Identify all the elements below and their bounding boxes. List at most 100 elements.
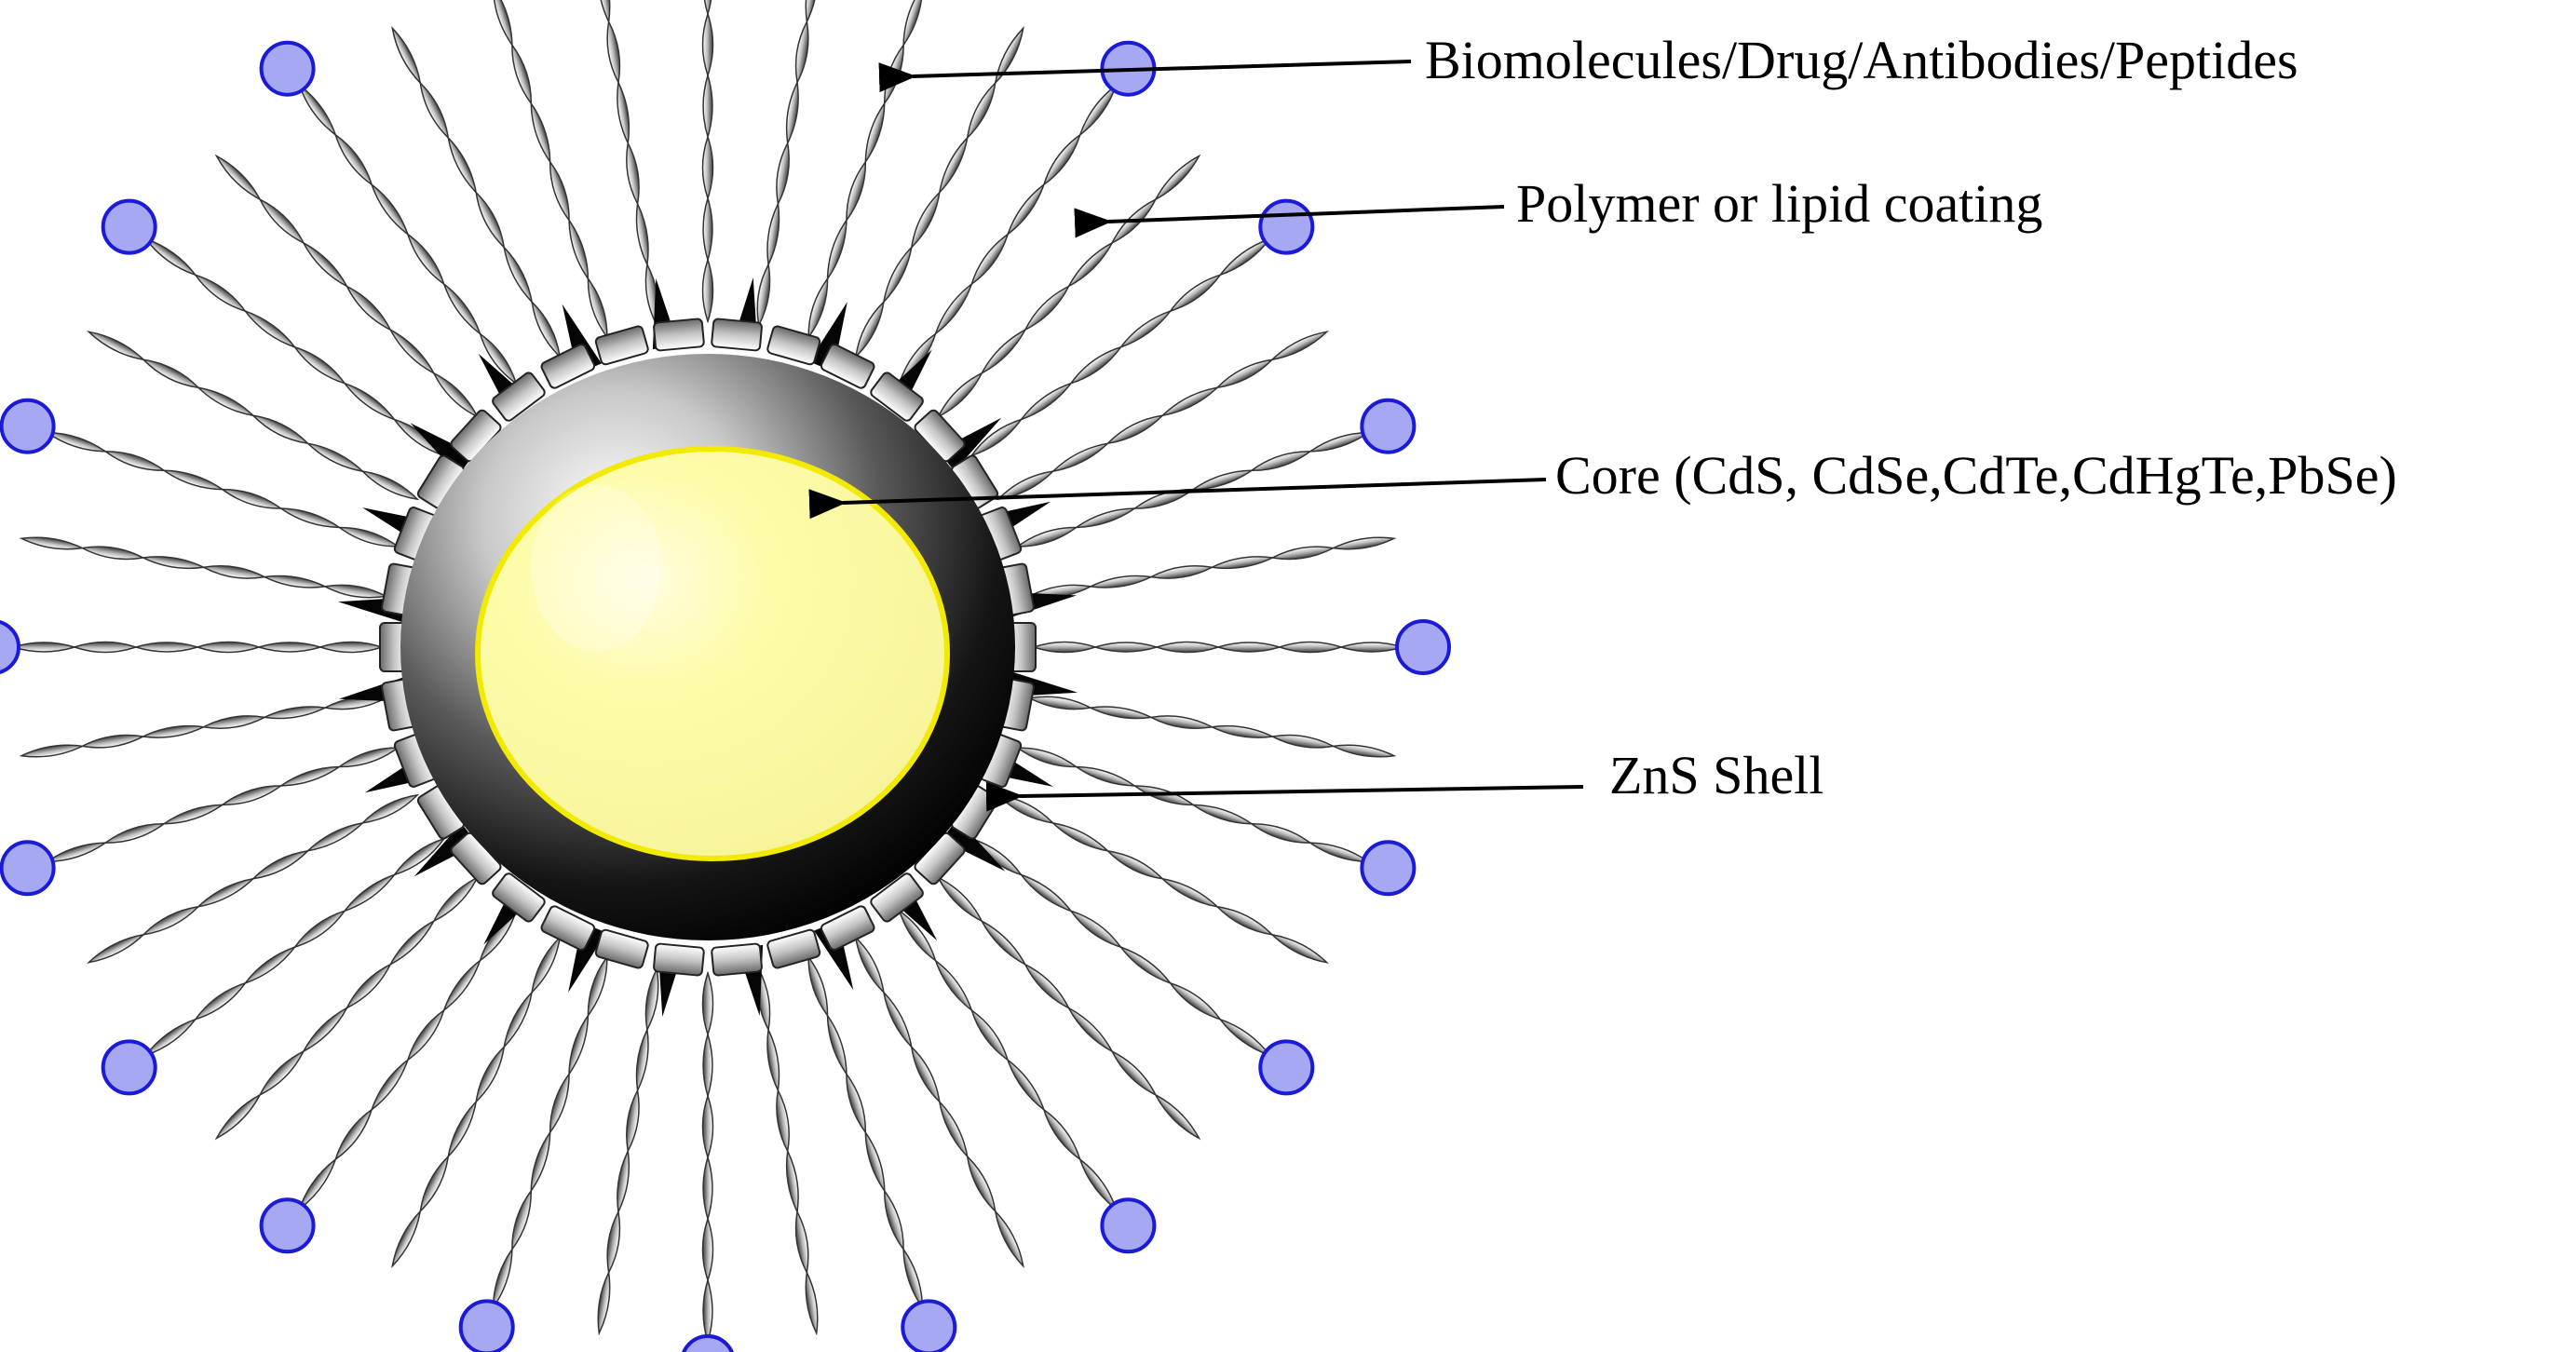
biomolecule-head bbox=[901, 1299, 957, 1352]
biomolecule-head bbox=[1395, 619, 1451, 675]
chain-segment bbox=[388, 919, 436, 967]
chain-segment bbox=[10, 642, 77, 653]
chain-segment bbox=[701, 970, 714, 1037]
chain-segment bbox=[301, 1006, 349, 1054]
chain-segment bbox=[502, 990, 534, 1049]
shell-spike bbox=[814, 920, 854, 991]
lipid-chain bbox=[19, 536, 388, 599]
lipid-chain bbox=[86, 331, 420, 501]
polymer-lipid-coating bbox=[10, 0, 1405, 1345]
chain-segment bbox=[1088, 706, 1154, 720]
chain-segment bbox=[776, 1088, 790, 1154]
chain-segment bbox=[292, 345, 346, 385]
chain-segment bbox=[492, 0, 513, 47]
chain-segment bbox=[161, 804, 225, 825]
chain-segment bbox=[1019, 872, 1074, 913]
chain-segment bbox=[776, 141, 790, 207]
core-highlight bbox=[531, 484, 661, 652]
biomolecule-head bbox=[682, 1334, 734, 1352]
chain-segment bbox=[502, 245, 534, 304]
chain-segment bbox=[882, 990, 914, 1049]
lipid-chain bbox=[936, 875, 1201, 1141]
biomolecule-head bbox=[1100, 1197, 1157, 1254]
lipid-chain bbox=[391, 25, 562, 359]
chain-segment bbox=[345, 284, 392, 331]
chain-segment bbox=[1331, 536, 1397, 550]
chain-segment bbox=[258, 1049, 305, 1097]
lipid-chain bbox=[597, 967, 659, 1336]
chain-segment bbox=[1024, 963, 1071, 1010]
chain-segment bbox=[626, 1088, 640, 1154]
chain-segment bbox=[342, 382, 397, 422]
chain-segment bbox=[262, 706, 328, 720]
chain-segment bbox=[1270, 546, 1335, 561]
chain-segment bbox=[568, 218, 590, 281]
chain-segment bbox=[864, 1129, 886, 1194]
chain-segment bbox=[1215, 642, 1282, 653]
chain-segment bbox=[980, 328, 1027, 375]
lipid-chain bbox=[297, 909, 518, 1211]
chain-segment bbox=[702, 1278, 713, 1345]
shell-segment bbox=[653, 942, 705, 977]
chain-segment bbox=[1031, 641, 1098, 654]
chain-segment bbox=[1168, 273, 1223, 313]
lipid-chain bbox=[701, 0, 714, 324]
arrow-core bbox=[808, 478, 1547, 520]
chain-segment bbox=[794, 20, 809, 85]
chain-segment bbox=[432, 372, 480, 419]
chain-segment bbox=[1024, 284, 1071, 331]
chain-segment bbox=[142, 358, 201, 389]
chain-segment bbox=[1006, 183, 1046, 237]
chain-segment bbox=[617, 79, 630, 146]
lipid-chain bbox=[214, 875, 480, 1141]
chain-segment bbox=[1153, 1092, 1201, 1141]
chain-segment bbox=[1069, 909, 1123, 949]
chain-segment bbox=[243, 945, 297, 985]
chain-segment bbox=[826, 1013, 847, 1076]
chain-segment bbox=[587, 954, 608, 1018]
lipid-chain bbox=[597, 0, 659, 328]
biomolecule-head bbox=[0, 620, 20, 674]
shell-segment bbox=[492, 372, 546, 422]
shell-segment bbox=[820, 905, 875, 951]
chain-segment bbox=[103, 822, 167, 844]
chain-segment bbox=[994, 25, 1024, 86]
arrow-polymer bbox=[1074, 205, 1505, 238]
shell-segment bbox=[653, 318, 705, 352]
chain-segment bbox=[980, 919, 1027, 967]
chain-segment bbox=[301, 240, 349, 289]
lipid-chain bbox=[996, 331, 1330, 501]
shell-segment bbox=[711, 942, 763, 977]
chain-segment bbox=[511, 43, 533, 106]
biomolecule-head bbox=[259, 1197, 316, 1254]
chain-segment bbox=[251, 849, 310, 880]
chain-segment bbox=[193, 981, 248, 1021]
zns-shell-label: ZnS Shell bbox=[1609, 745, 1824, 805]
chain-segment bbox=[994, 1209, 1024, 1269]
chain-segment bbox=[475, 190, 506, 250]
lipid-chain bbox=[45, 747, 400, 863]
chain-segment bbox=[432, 875, 480, 923]
chain-segment bbox=[530, 1129, 551, 1194]
chain-segment bbox=[333, 1107, 373, 1162]
chain-segment bbox=[1338, 642, 1405, 653]
chain-segment bbox=[910, 1045, 941, 1104]
chain-segment bbox=[1277, 641, 1344, 654]
chain-segment bbox=[846, 159, 867, 223]
chain-segment bbox=[807, 277, 829, 340]
chain-segment bbox=[1190, 804, 1254, 825]
chain-segment bbox=[447, 1099, 478, 1159]
chain-segment bbox=[966, 81, 997, 141]
shell-spike bbox=[808, 302, 847, 372]
chain-segment bbox=[1249, 451, 1312, 472]
chain-segment bbox=[1042, 1107, 1082, 1162]
shell-segment bbox=[540, 344, 596, 389]
chain-segment bbox=[262, 575, 328, 588]
chain-segment bbox=[196, 877, 256, 908]
chain-segment bbox=[406, 232, 446, 286]
chain-segment bbox=[644, 967, 659, 1033]
chain-segment bbox=[1069, 345, 1123, 385]
chain-segment bbox=[370, 183, 410, 237]
chain-segment bbox=[1006, 1058, 1046, 1112]
lipid-chain bbox=[1015, 747, 1371, 863]
